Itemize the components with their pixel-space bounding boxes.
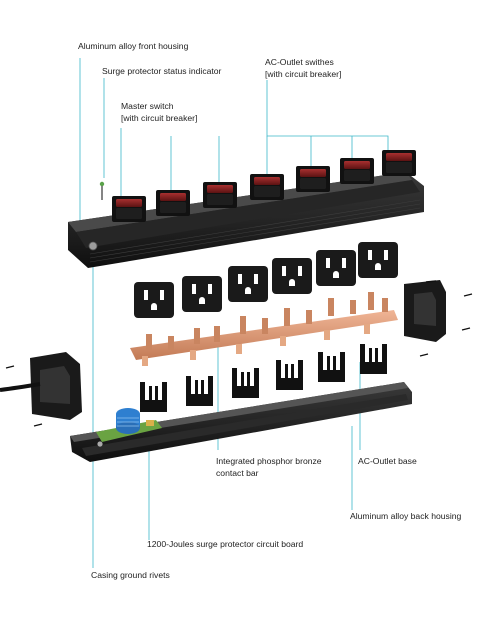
- label-ac-switches-note: [with circuit breaker]: [265, 69, 341, 80]
- label-back-housing: Aluminum alloy back housing: [350, 511, 461, 522]
- left-end-cap: [0, 352, 82, 426]
- label-outlet-base: AC-Outlet base: [358, 456, 417, 467]
- label-front-housing: Aluminum alloy front housing: [78, 41, 188, 52]
- label-ac-switches: AC-Outlet swithes: [265, 57, 334, 68]
- label-master-switch: Master switch: [121, 101, 174, 112]
- label-contact-bar-2: contact bar: [216, 468, 259, 479]
- label-surge-indicator: Surge protector status indicator: [102, 66, 221, 77]
- status-indicator-icon: [100, 182, 104, 186]
- ground-rivet-icon: [89, 242, 97, 250]
- leader-lines: [80, 58, 388, 568]
- label-surge-board: 1200-Joules surge protector circuit boar…: [147, 539, 303, 550]
- label-contact-bar: Integrated phosphor bronze: [216, 456, 322, 467]
- ground-rivet-icon: [97, 441, 102, 446]
- label-master-switch-note: [with circuit breaker]: [121, 113, 197, 124]
- label-ground-rivets: Casing ground rivets: [91, 570, 170, 581]
- right-end-cap: [404, 280, 472, 356]
